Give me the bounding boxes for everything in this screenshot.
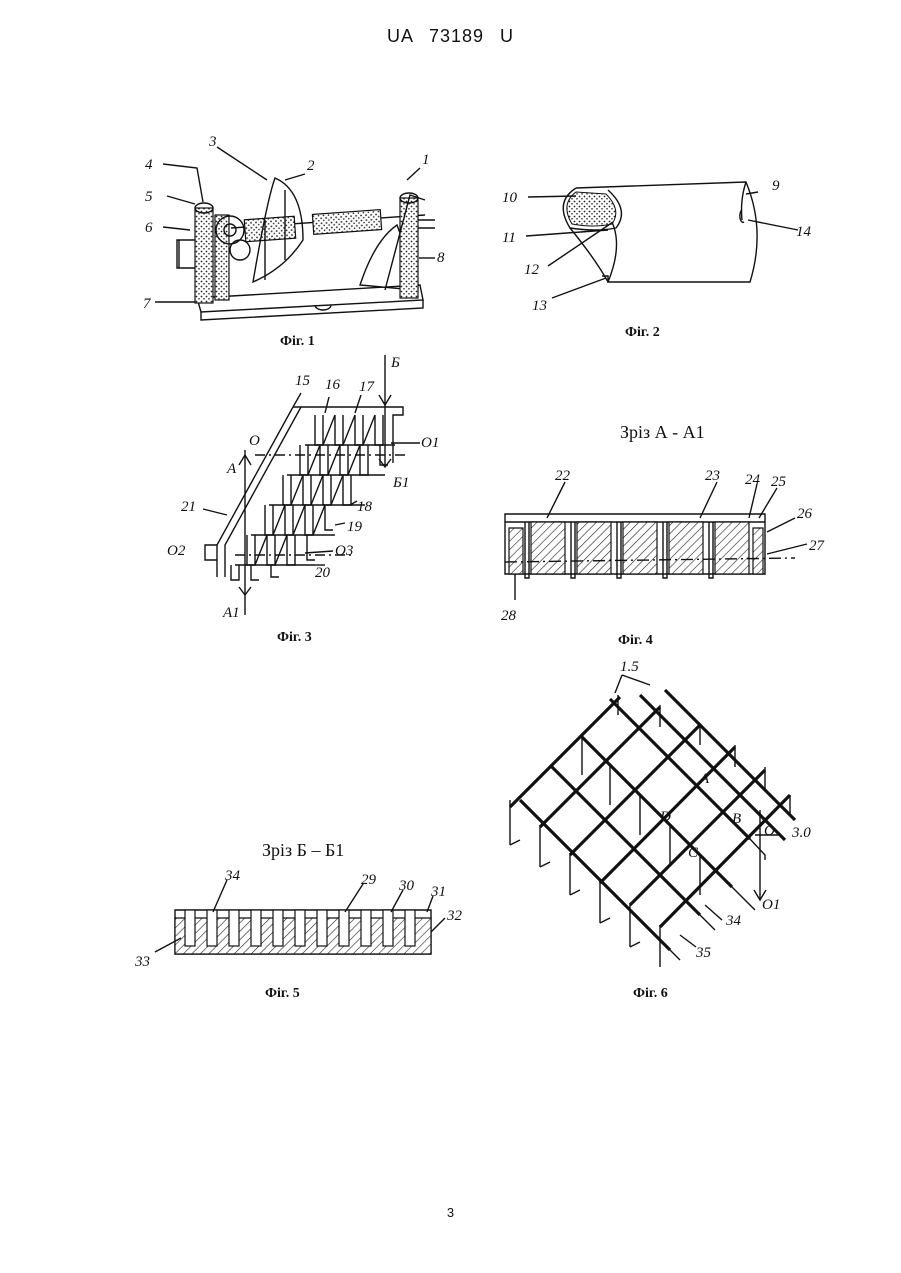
fig1-label-2: 2 bbox=[307, 158, 315, 174]
fig6-label-O: O bbox=[764, 823, 775, 839]
fig6-label-B: B bbox=[732, 811, 741, 827]
fig3-label-O3: О3 bbox=[335, 543, 353, 559]
fig1-label-5: 5 bbox=[145, 189, 153, 205]
figure-6-drawing: 1.5 3.0 34 35 A B C D O O1 bbox=[500, 655, 830, 975]
fig4-label-22: 22 bbox=[555, 468, 571, 484]
figure-5-caption: Фіг. 5 bbox=[265, 986, 300, 1002]
fig3-label-B: Б bbox=[390, 355, 400, 371]
figure-4-drawing: 22 23 24 25 26 27 28 bbox=[495, 462, 845, 632]
fig6-label-D: D bbox=[659, 809, 671, 825]
fig3-label-21: 21 bbox=[181, 499, 196, 515]
document-header: UA 73189 U bbox=[0, 26, 901, 47]
fig3-label-A: А bbox=[226, 461, 237, 477]
fig3-label-20: 20 bbox=[315, 565, 331, 581]
fig3-label-15: 15 bbox=[295, 373, 311, 389]
figure-2-caption: Фіг. 2 bbox=[625, 325, 660, 341]
fig5-label-34: 34 bbox=[224, 868, 241, 884]
fig5-label-32: 32 bbox=[446, 908, 463, 924]
fig4-label-28: 28 bbox=[501, 608, 517, 624]
fig5-label-31: 31 bbox=[430, 884, 446, 900]
fig6-label-C: C bbox=[688, 845, 699, 861]
fig5-label-29: 29 bbox=[361, 872, 377, 888]
fig5-label-30: 30 bbox=[398, 878, 415, 894]
fig2-label-12: 12 bbox=[524, 262, 540, 278]
figure-1-caption: Фіг. 1 bbox=[280, 334, 315, 350]
fig1-label-6: 6 bbox=[145, 220, 153, 236]
figure-6-caption: Фіг. 6 bbox=[633, 986, 668, 1002]
fig1-label-3: 3 bbox=[208, 134, 217, 150]
fig3-label-O1: О1 bbox=[421, 435, 439, 451]
figure-1-drawing: 3 2 1 4 5 6 7 8 bbox=[135, 140, 445, 325]
fig4-label-23: 23 bbox=[705, 468, 720, 484]
fig3-label-B1: Б1 bbox=[392, 475, 409, 491]
fig2-label-9: 9 bbox=[772, 178, 780, 194]
fig6-label-35: 35 bbox=[695, 945, 712, 961]
page-number: 3 bbox=[0, 1205, 901, 1220]
fig1-label-8: 8 bbox=[437, 250, 445, 266]
fig2-label-10: 10 bbox=[502, 190, 518, 206]
fig4-label-27: 27 bbox=[809, 538, 826, 554]
fig3-label-A1: А1 bbox=[222, 605, 240, 621]
fig2-label-11: 11 bbox=[502, 230, 516, 246]
fig3-label-O2: О2 bbox=[167, 543, 186, 559]
fig1-label-1: 1 bbox=[422, 152, 430, 168]
fig6-label-3-0: 3.0 bbox=[791, 825, 811, 841]
fig2-label-14: 14 bbox=[796, 224, 812, 240]
fig1-label-7: 7 bbox=[143, 296, 152, 312]
figure-5-drawing: 34 29 30 31 32 33 bbox=[135, 866, 475, 976]
figure-4-caption: Фіг. 4 bbox=[618, 633, 653, 649]
fig4-label-24: 24 bbox=[745, 472, 761, 488]
fig6-label-34: 34 bbox=[725, 913, 742, 929]
fig3-label-19: 19 bbox=[347, 519, 363, 535]
fig5-label-33: 33 bbox=[134, 954, 150, 970]
fig3-label-17: 17 bbox=[359, 379, 376, 395]
fig3-label-16: 16 bbox=[325, 377, 341, 393]
fig4-label-26: 26 bbox=[797, 506, 813, 522]
figure-3-caption: Фіг. 3 bbox=[277, 630, 312, 646]
fig6-label-1-5: 1.5 bbox=[620, 659, 639, 675]
fig3-label-O: О bbox=[249, 433, 260, 449]
fig1-label-4: 4 bbox=[145, 157, 153, 173]
fig2-label-13: 13 bbox=[532, 298, 547, 314]
figure-2-drawing: 10 11 12 13 9 14 bbox=[498, 170, 828, 320]
fig6-label-A: A bbox=[699, 771, 710, 787]
figure-3-drawing: 15 16 17 18 19 20 21 Б Б1 О О1 О2 О3 А А… bbox=[165, 355, 455, 630]
fig6-label-O1: O1 bbox=[762, 897, 780, 913]
fig4-label-25: 25 bbox=[771, 474, 787, 490]
figure-4-section-title: Зріз А - А1 bbox=[620, 422, 705, 443]
fig3-label-18: 18 bbox=[357, 499, 373, 515]
figure-5-section-title: Зріз Б – Б1 bbox=[262, 840, 344, 861]
